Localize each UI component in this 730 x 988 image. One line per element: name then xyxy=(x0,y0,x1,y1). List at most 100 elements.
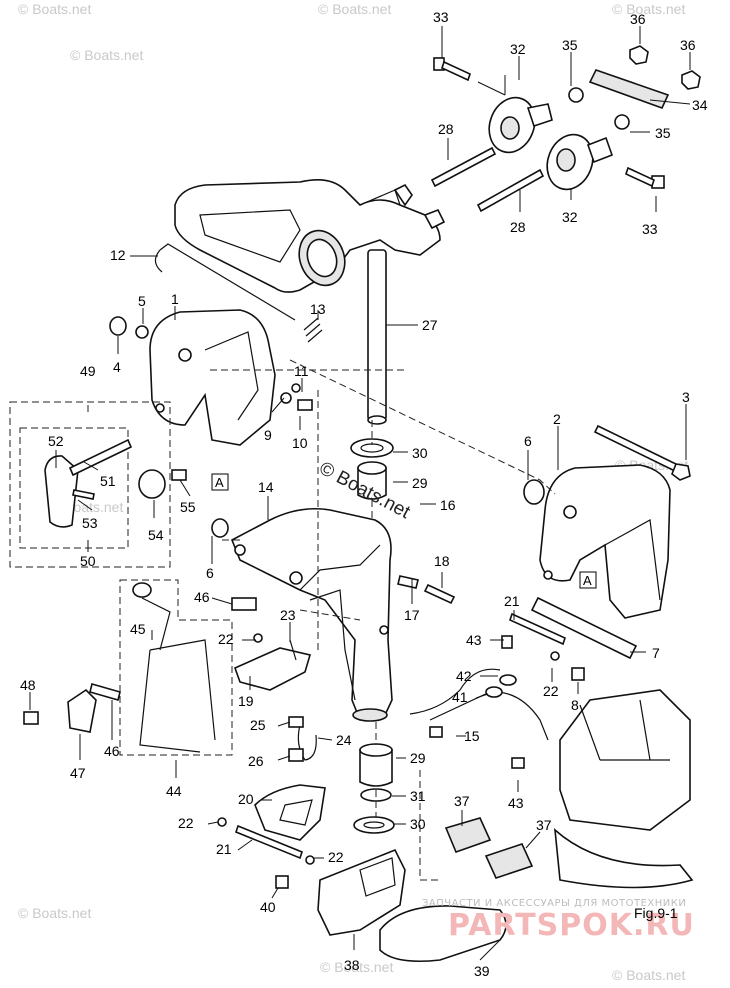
swivel-bracket xyxy=(230,507,393,722)
washer-35-lower xyxy=(614,114,630,130)
svg-text:A: A xyxy=(583,573,592,588)
stern-bracket-38 xyxy=(317,848,406,936)
bolt-43-upper xyxy=(501,635,513,649)
callout-31: 31 xyxy=(410,788,426,804)
ground-wire-42 xyxy=(409,668,501,715)
pin-46-lower xyxy=(89,683,121,701)
callout-15: 15 xyxy=(464,728,480,744)
callout-51: 51 xyxy=(100,473,116,489)
callout-46-lower: 46 xyxy=(104,743,120,759)
tilt-lock-19 xyxy=(233,647,312,691)
group-box-49 xyxy=(9,401,171,568)
callout-22-left: 22 xyxy=(178,815,194,831)
callout-37-left: 37 xyxy=(454,793,470,809)
callout-52: 52 xyxy=(48,433,64,449)
bolt-43-lower xyxy=(511,757,525,769)
callout-14: 14 xyxy=(258,479,274,495)
callout-22-right: 22 xyxy=(543,683,559,699)
callout-25: 25 xyxy=(250,717,266,733)
clamp-bracket-right xyxy=(539,464,671,619)
spring-13 xyxy=(303,317,323,343)
shop-tagline: ЗАПЧАСТИ И АКСЕССУАРЫ ДЛЯ МОТОТЕХНИКИ xyxy=(422,898,686,909)
clamp-bracket-left xyxy=(149,309,276,446)
tilt-lever-45 xyxy=(139,597,216,753)
watermark-row2-left: © Boats.net xyxy=(70,47,143,63)
nut-36-right xyxy=(681,70,701,90)
svg-text:A: A xyxy=(215,475,224,490)
bolt-33-right xyxy=(625,166,665,189)
bolt-33-top xyxy=(433,57,471,82)
callout-38: 38 xyxy=(344,957,360,973)
callout-3: 3 xyxy=(682,389,690,405)
bolt-10 xyxy=(297,399,313,411)
callout-33-top: 33 xyxy=(433,9,449,25)
shop-logo: PARTSPOK.RU xyxy=(448,908,695,943)
callout-47: 47 xyxy=(70,765,86,781)
clip-22-d xyxy=(550,651,560,661)
clamp-plate-34 xyxy=(588,69,670,110)
plate-7 xyxy=(530,596,638,660)
clip-22-b xyxy=(305,855,315,865)
washer-35-upper xyxy=(568,87,584,103)
callout-19: 19 xyxy=(238,693,254,709)
cover-39 xyxy=(379,905,507,963)
washer-30-lower xyxy=(353,816,395,834)
callout-labels: 33 32 35 36 36 34 35 28 28 32 33 12 1 5 … xyxy=(20,9,708,979)
pin-46-upper xyxy=(231,597,257,611)
callout-17: 17 xyxy=(404,607,420,623)
callout-43-lower: 43 xyxy=(508,795,524,811)
spring-23 xyxy=(289,639,297,661)
callout-10: 10 xyxy=(292,435,308,451)
callout-26: 26 xyxy=(248,753,264,769)
lock-bracket-20 xyxy=(254,784,326,841)
knob-54 xyxy=(138,469,166,499)
callout-7: 7 xyxy=(652,645,660,661)
spring-17 xyxy=(397,575,419,589)
reference-box-a-right: A xyxy=(579,571,597,589)
upper-mount-bracket xyxy=(174,179,446,293)
callout-2: 2 xyxy=(553,411,561,427)
callout-33-right: 33 xyxy=(642,221,658,237)
washer-6-mid xyxy=(211,518,229,538)
callout-6-right: 6 xyxy=(524,433,532,449)
clip-26 xyxy=(288,748,304,762)
watermark-top-center: © Boats.net xyxy=(318,1,391,17)
washer-5 xyxy=(135,325,149,339)
callout-32-lower: 32 xyxy=(562,209,578,225)
clip-22-c xyxy=(253,633,263,643)
callout-36-left: 36 xyxy=(630,11,646,27)
bolt-3-head xyxy=(671,463,691,481)
group-box-50 xyxy=(19,427,129,549)
bolt-15 xyxy=(429,726,443,738)
callout-42: 42 xyxy=(456,668,472,684)
tilt-pin-12 xyxy=(159,243,296,321)
callout-6-mid: 6 xyxy=(206,565,214,581)
callout-44: 44 xyxy=(166,783,182,799)
stud-28-upper xyxy=(430,146,497,188)
callout-35-top: 35 xyxy=(562,37,578,53)
steering-shaft xyxy=(367,249,387,425)
link-24 xyxy=(297,724,317,761)
callout-28-lower: 28 xyxy=(510,219,526,235)
washer-30-upper xyxy=(350,438,394,458)
callout-8: 8 xyxy=(571,697,579,713)
group-box-44 xyxy=(119,579,233,756)
stud-28-lower xyxy=(476,168,545,213)
callout-27: 27 xyxy=(422,317,438,333)
watermark-bottom-center: © Boats.net xyxy=(320,959,393,975)
callout-12: 12 xyxy=(110,247,126,263)
callout-5: 5 xyxy=(138,293,146,309)
thrust-plate-52 xyxy=(44,455,79,528)
callout-18: 18 xyxy=(434,553,450,569)
plug-4 xyxy=(109,316,127,336)
bracket-47 xyxy=(67,688,97,733)
callout-22-lower: 22 xyxy=(328,849,344,865)
thrust-rod-51 xyxy=(68,438,133,477)
bolt-48 xyxy=(23,711,39,725)
callout-45: 45 xyxy=(130,621,146,637)
pad-37-right xyxy=(484,843,534,879)
alignment-lines xyxy=(87,359,556,881)
nut-36-left xyxy=(629,45,649,65)
callout-48: 48 xyxy=(20,677,36,693)
